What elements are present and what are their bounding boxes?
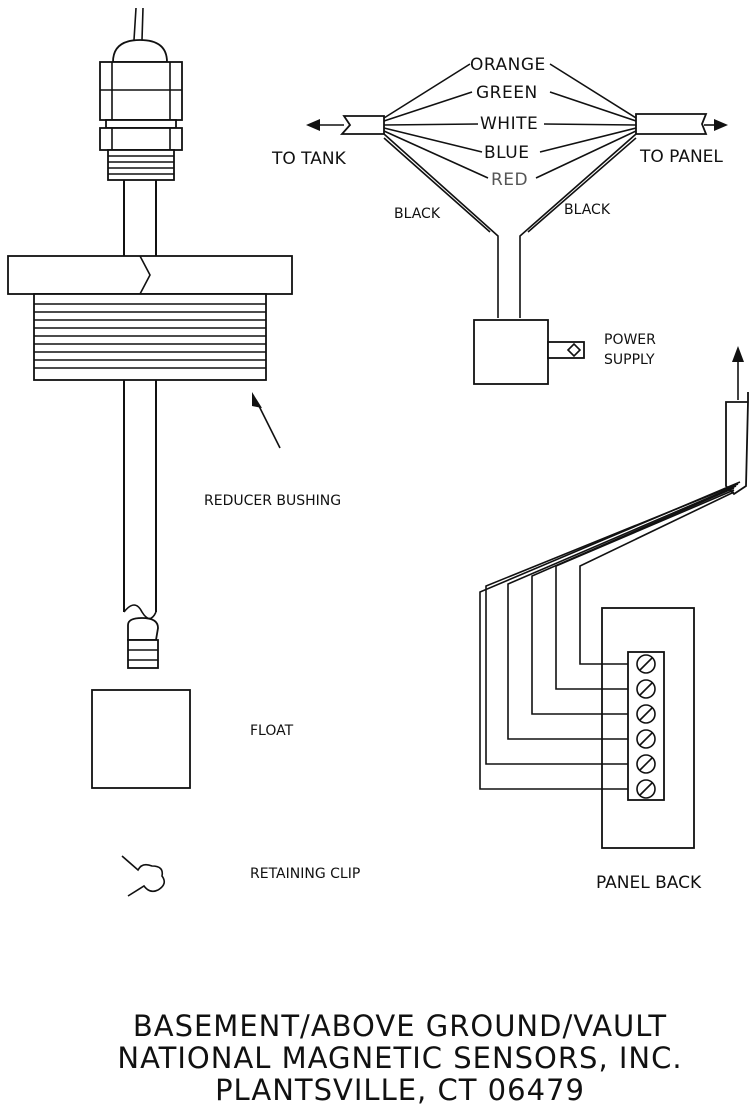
wire-blue [383,127,637,153]
cord-grip-thread [107,149,175,181]
terminal-block [627,651,665,801]
float-label: FLOAT [250,723,294,739]
wire-label-orange: ORANGE [470,55,546,75]
terminal-3 [636,704,656,724]
panel-wire-5 [485,483,739,765]
reducer-bushing-hex [7,255,293,295]
terminal-6 [636,779,656,799]
terminal-5 [636,754,656,774]
wire-white [383,123,637,126]
wire-black-right [519,133,637,318]
cord-grip-collar [105,119,177,129]
terminal-4 [636,729,656,749]
panel-wire-3 [531,487,735,715]
retaining-clip-shape [121,855,166,897]
to-tank-label: TO TANK [271,149,347,169]
float-body [91,689,191,789]
terminal-2 [636,679,656,699]
power-supply-label-line2: SUPPLY [604,352,655,368]
wire-red [383,130,637,179]
panel-back-assembly [479,346,749,849]
footer-line-3: PLANTSVILLE, CT 06479 [215,1073,585,1107]
wire-black-left [383,133,499,318]
to-panel-cable [635,113,728,135]
wire-label-white: WHITE [480,114,538,134]
footer-line-2: NATIONAL MAGNETIC SENSORS, INC. [117,1041,682,1075]
probe-end-fitting [127,617,159,669]
terminal-1 [636,654,656,674]
panel-back-label: PANEL BACK [596,873,702,893]
panel-wire-6 [479,481,741,790]
to-panel-label: TO PANEL [639,147,723,167]
power-supply-label-line1: POWER [604,332,656,348]
footer-line-1: BASEMENT/ABOVE GROUND/VAULT [133,1009,667,1043]
stem-break-mark [123,604,157,620]
wire-orange [383,63,637,119]
sensor-probe-assembly [7,7,293,897]
to-tank-cable [306,115,385,135]
cord-grip-hex-nut [99,61,183,121]
wire-label-green: GREEN [476,83,538,103]
wire-label-red: RED [491,170,528,190]
wire-green [383,91,637,122]
reducer-bushing-thread [33,293,267,381]
wire-harness [306,63,728,385]
power-supply-plug [547,341,585,359]
reducer-bushing-label: REDUCER BUSHING [204,493,341,509]
wire-label-blue: BLUE [484,143,529,163]
retaining-clip-label: RETAINING CLIP [250,866,360,882]
upper-stem [123,180,157,256]
probe-cable-stub [133,7,144,41]
probe-stem [123,380,157,612]
panel-wire-4 [507,485,737,740]
cord-grip-dome [112,39,168,63]
wire-label-black-left: BLACK [394,206,441,222]
power-supply-box [473,319,549,385]
panel-wire-2 [555,489,735,690]
reducer-bushing-pointer-arrow [252,392,281,449]
wire-label-black-right: BLACK [564,202,611,218]
panel-cable-sheath [725,392,749,496]
panel-wire-1 [579,491,735,665]
